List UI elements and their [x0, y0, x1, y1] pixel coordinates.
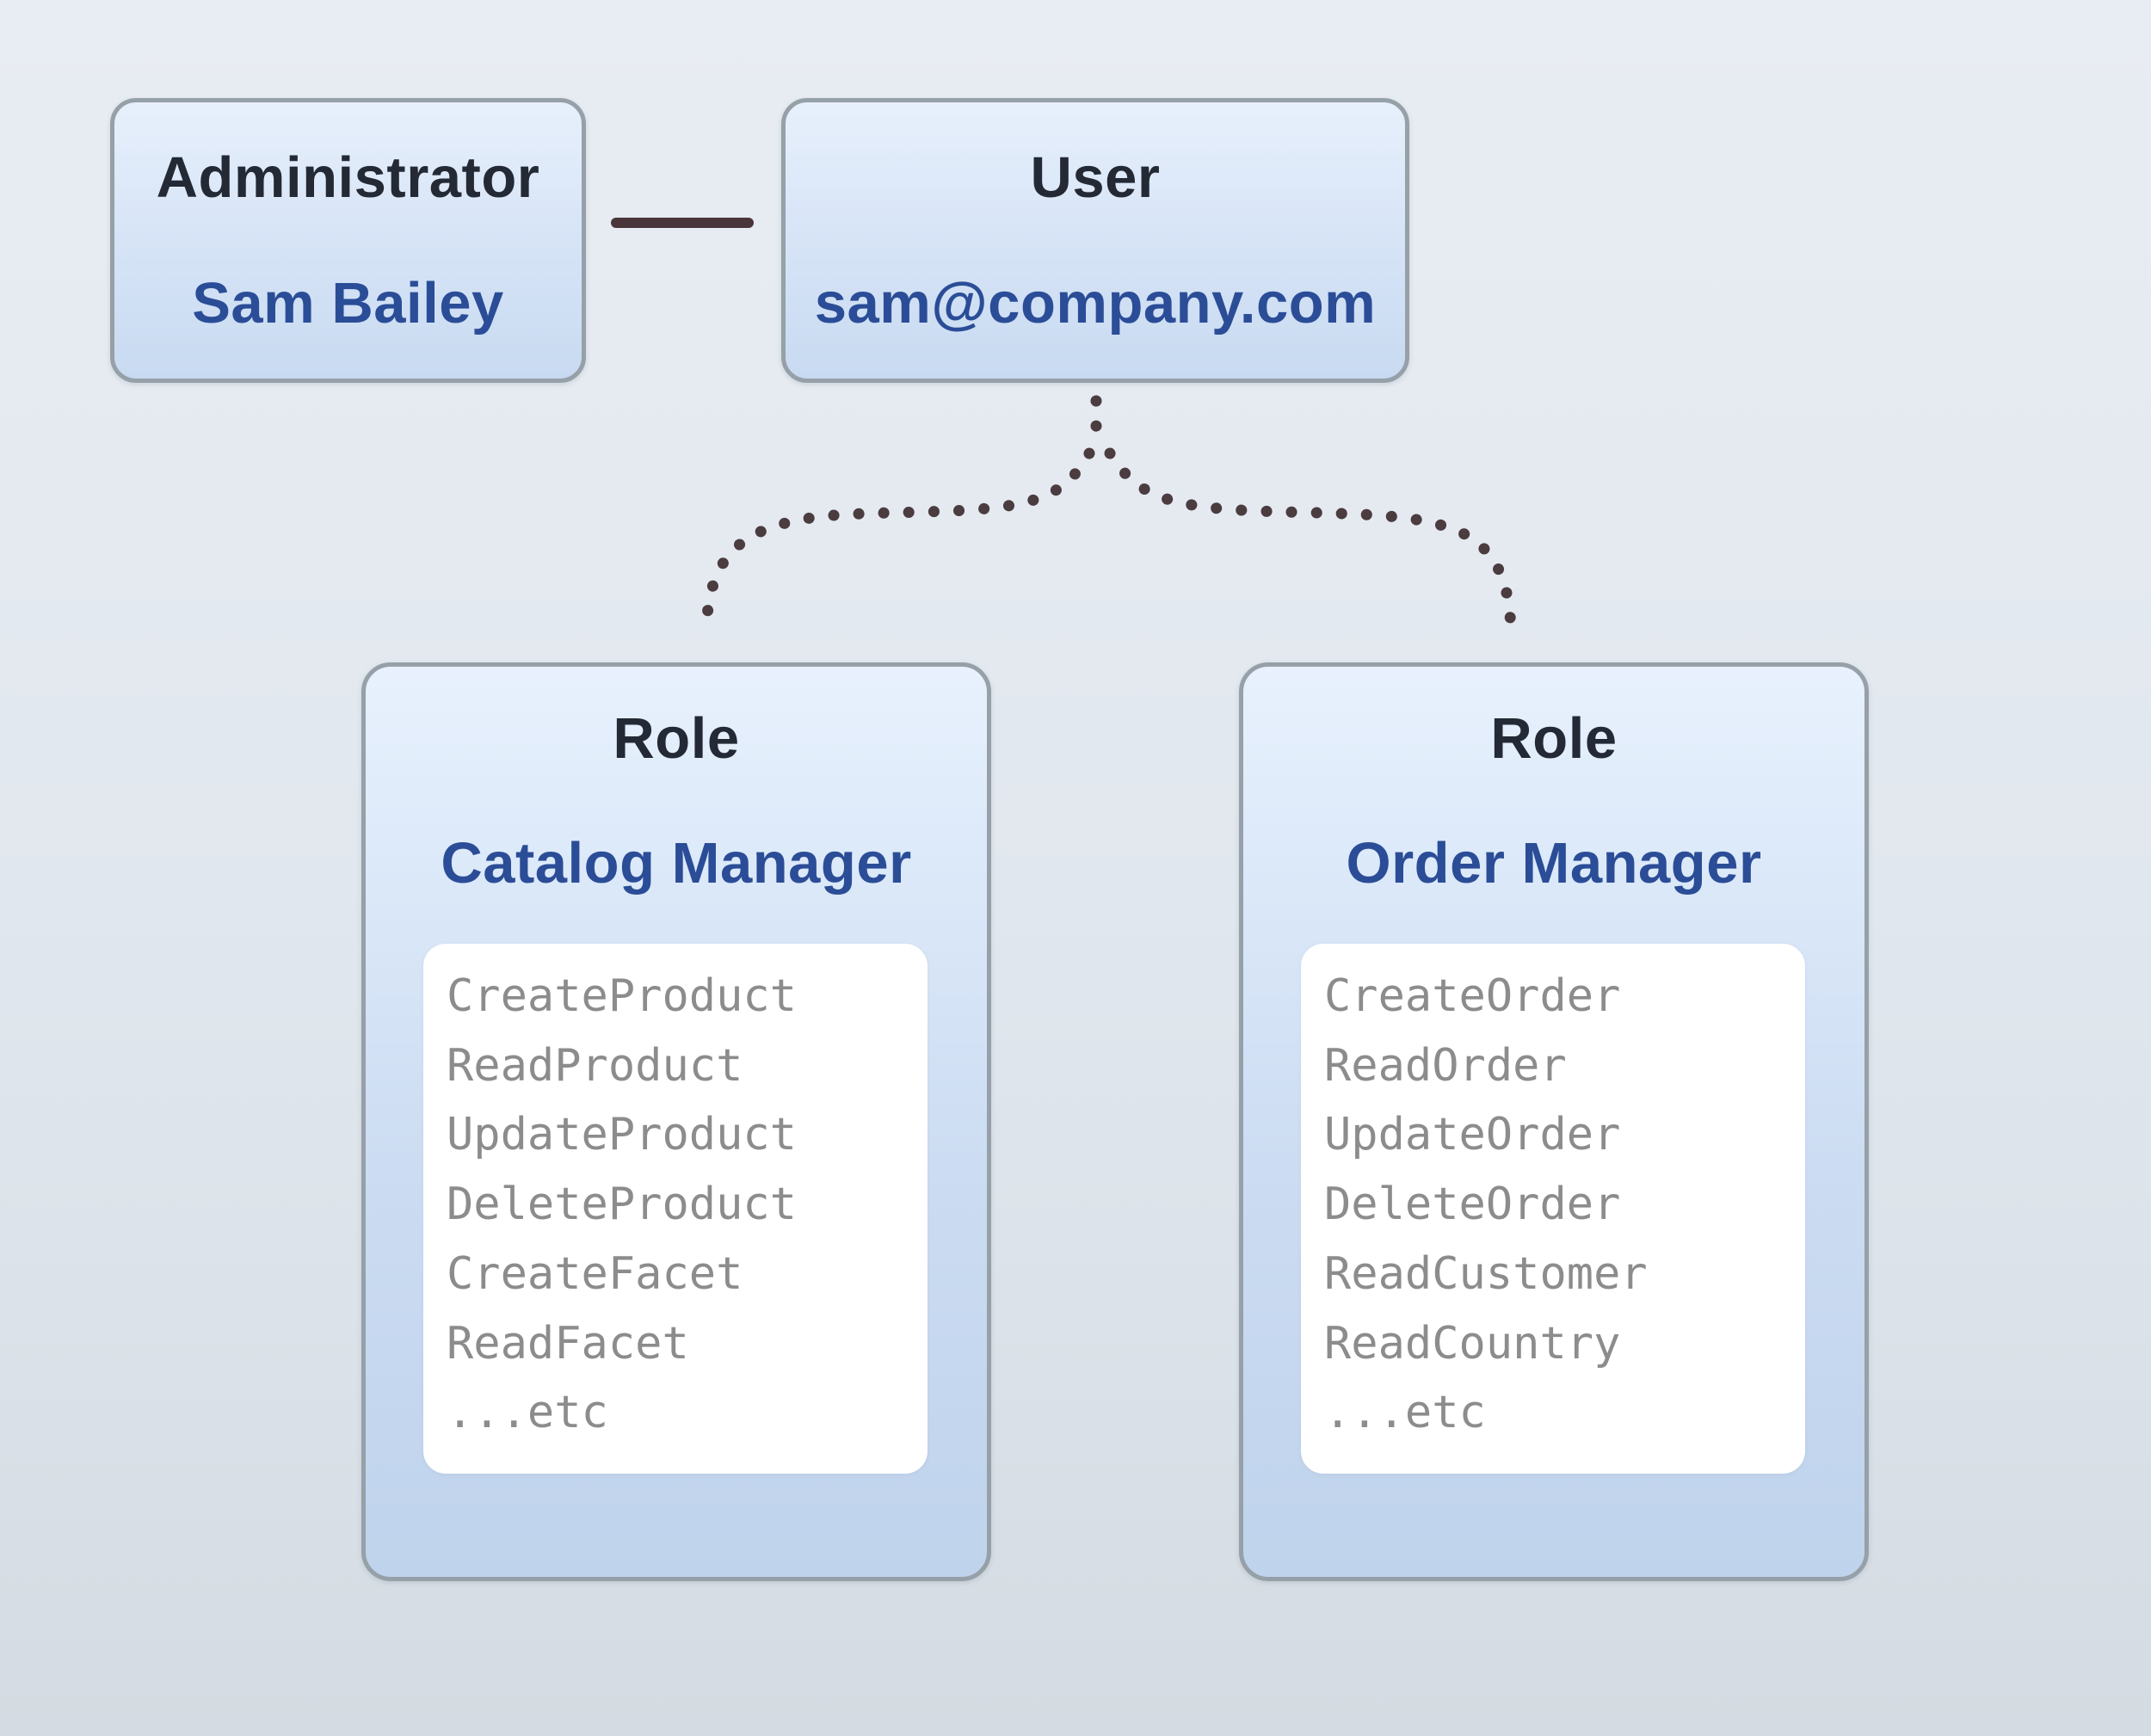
permission-item: ...etc [1324, 1387, 1486, 1439]
permission-item: ReadCustomer [1324, 1247, 1648, 1300]
user-email: sam@company.com [814, 271, 1377, 336]
permission-item: DeleteProduct [447, 1179, 797, 1231]
permission-item: ReadProduct [447, 1039, 743, 1092]
permission-item: ReadCountry [1324, 1317, 1621, 1370]
permission-item: CreateOrder [1324, 970, 1621, 1022]
permission-item: DeleteOrder [1324, 1179, 1621, 1231]
permission-item: ReadFacet [447, 1317, 689, 1370]
role-type-label: Role [613, 706, 740, 771]
administrator-type-label: Administrator [156, 145, 540, 210]
permission-item: CreateFacet [447, 1247, 743, 1300]
role-name-order-manager: Order Manager [1346, 831, 1762, 896]
permission-item: CreateProduct [447, 970, 797, 1022]
permission-item: UpdateProduct [447, 1109, 797, 1161]
user-role-dotted-curve-left [700, 447, 1095, 636]
user-type-label: User [1030, 145, 1161, 210]
permission-item: ReadOrder [1324, 1039, 1567, 1092]
user-box: User sam@company.com [781, 98, 1409, 383]
administrator-box: Administrator Sam Bailey [110, 98, 586, 383]
permission-item: UpdateOrder [1324, 1109, 1621, 1161]
user-role-dotted-curve-right [1104, 447, 1517, 636]
administrator-name: Sam Bailey [192, 271, 504, 336]
permission-item: ...etc [447, 1387, 608, 1439]
role-name-catalog-manager: Catalog Manager [441, 831, 912, 896]
role-type-label: Role [1490, 706, 1618, 771]
